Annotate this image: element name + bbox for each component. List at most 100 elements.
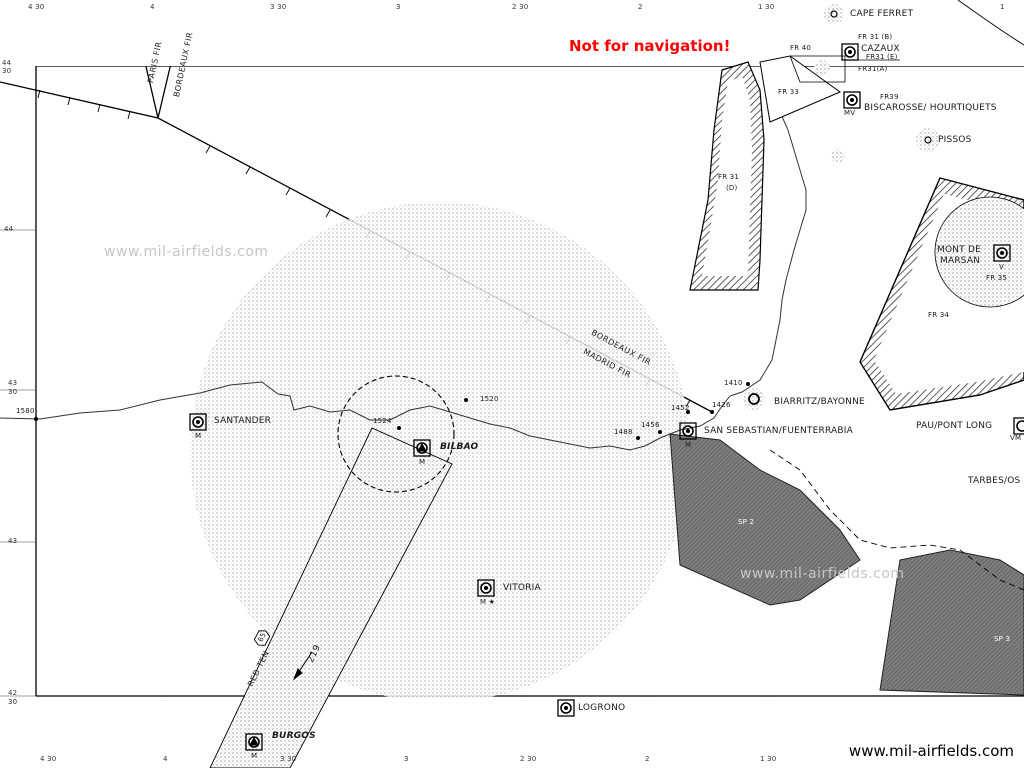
watermark-corner: www.mil-airfields.com	[848, 742, 1014, 760]
label-burgos: BURGOS	[272, 731, 316, 741]
label-san-sebastian: SAN SEBASTIAN/FUENTERRABIA	[704, 426, 853, 436]
zone-label-fr31d-line1: FR 31	[718, 173, 740, 181]
mask-left-strip	[0, 697, 205, 768]
label-pissos: PISSOS	[938, 135, 972, 145]
coord-lat-42-b: 30	[8, 698, 18, 706]
zone-label-fr35: FR 35	[986, 274, 1008, 282]
coord-top-2: 2	[638, 3, 643, 11]
elevation-1520: 1520	[480, 395, 499, 403]
pissos-spot	[916, 128, 940, 152]
coord-lat-top-b: 30	[2, 67, 12, 75]
zone-label-fr40: FR 40	[790, 44, 812, 52]
label-cape-ferret: CAPE FERRET	[850, 9, 914, 19]
zone-label-fr31b: FR 31 (B)	[858, 33, 893, 41]
label-mont-de-marsan-line2: MARSAN	[940, 256, 981, 266]
zone-fr31d-inner	[702, 76, 752, 276]
airfield-pissos-icon	[924, 136, 932, 144]
zone-fr33	[759, 55, 842, 123]
coord-bot-230: 2 30	[520, 755, 537, 763]
route-arrow	[292, 651, 313, 681]
biarritz-spot	[743, 388, 765, 410]
zone-sp3	[879, 549, 1024, 696]
watermark-left: www.mil-airfields.com	[104, 244, 269, 260]
marker-biscarosse: MV	[844, 109, 856, 117]
airfield-santander-icon	[189, 413, 207, 431]
zone-label-fr39: FR39	[880, 93, 899, 101]
airfield-vitoria-icon	[477, 579, 495, 597]
label-vitoria: VITORIA	[503, 583, 541, 593]
zone-label-fr31d-line2: (D)	[726, 184, 738, 192]
elevation-1456: 1456	[641, 421, 660, 429]
marker-san-sebastian: M	[685, 441, 692, 449]
coord-lat-43: 43	[8, 537, 18, 545]
marker-pau: VM	[1010, 434, 1022, 442]
coord-top-230: 2 30	[512, 3, 529, 11]
label-mont-de-marsan-line1: MONT DE	[937, 245, 981, 255]
airfield-biarritz-icon	[748, 393, 760, 405]
airfield-burgos-icon	[245, 733, 263, 751]
zone-label-fr31a: FR31(A)	[858, 65, 888, 73]
elevation-1524: 1524	[373, 417, 392, 425]
label-pau: PAU/PONT LONG	[916, 421, 993, 431]
label-santander: SANTANDER	[214, 416, 272, 426]
airfield-biscarosse-icon	[843, 91, 861, 109]
coord-top-3: 3	[396, 3, 401, 11]
airfield-san-sebastian-icon	[679, 422, 697, 440]
coord-top-330: 3 30	[270, 3, 287, 11]
zone-fr40	[789, 55, 846, 83]
coord-top-1: 1	[1000, 3, 1005, 11]
label-biarritz: BIARRITZ/BAYONNE	[774, 397, 865, 407]
elevation-1452: 1452	[671, 404, 690, 412]
label-logrono: LOGRONO	[578, 703, 626, 713]
elevation-1488: 1488	[614, 428, 633, 436]
coord-top-130: 1 30	[758, 3, 775, 11]
zone-arc	[957, 0, 1024, 46]
elevation-dots	[34, 382, 750, 440]
coord-bot-2: 2	[645, 755, 650, 763]
elevation-1410: 1410	[724, 379, 743, 387]
route-shield	[253, 630, 271, 646]
coord-bot-4: 4	[163, 755, 168, 763]
coord-lat-42-a: 42	[8, 689, 18, 697]
airfield-cape-ferret-icon	[830, 10, 838, 18]
coord-bot-3: 3	[404, 755, 409, 763]
zone-label-fr34: FR 34	[928, 311, 950, 319]
bilbao-control-zone	[190, 202, 690, 702]
label-biscarosse: BISCAROSSE/ HOURTIQUETS	[864, 103, 997, 113]
lake-spot	[831, 149, 845, 163]
zone-sp2	[669, 433, 861, 606]
airfield-pau-icon	[1013, 417, 1024, 435]
marker-mont-de-marsan: V	[999, 263, 1004, 271]
airfield-mont-de-marsan-icon	[993, 244, 1011, 262]
coastline	[0, 79, 807, 451]
coord-top-430: 4 30	[28, 3, 45, 11]
bilbao-dashed-zone	[337, 375, 455, 493]
zone-label-sp3: SP 3	[994, 635, 1011, 643]
airfield-bilbao-icon	[413, 439, 431, 457]
zone-label-fr33: FR 33	[778, 88, 800, 96]
arcachon-spot	[814, 60, 830, 76]
label-bilbao: BILBAO	[440, 442, 479, 452]
marker-santander: M	[195, 432, 202, 440]
airfield-cazaux-icon	[841, 43, 859, 61]
coord-lat-4330-a: 43	[8, 379, 18, 387]
coord-bot-130: 1 30	[760, 755, 777, 763]
zone-label-sp2: SP 2	[738, 518, 755, 526]
navigation-warning: Not for navigation!	[569, 37, 731, 55]
international-border	[769, 449, 1024, 591]
coord-lat-4330-b: 30	[8, 388, 18, 396]
label-tarbes: TARBES/OS	[968, 476, 1021, 486]
airfield-logrono-icon	[557, 699, 575, 717]
watermark-center: www.mil-airfields.com	[740, 566, 905, 582]
label-cazaux: CAZAUX	[861, 44, 900, 54]
elevation-1426: 1426	[712, 401, 731, 409]
zone-label-fr31e: FR31 (E)	[866, 53, 898, 61]
coord-bot-330: 3 30	[280, 755, 297, 763]
elevation-1580: 1580	[16, 407, 35, 415]
coord-lat-44: 44	[4, 225, 14, 233]
coord-top-4: 4	[150, 3, 155, 11]
marker-burgos: M	[251, 752, 258, 760]
marker-bilbao: M	[419, 458, 426, 466]
coord-lat-top-a: 44	[2, 59, 12, 67]
